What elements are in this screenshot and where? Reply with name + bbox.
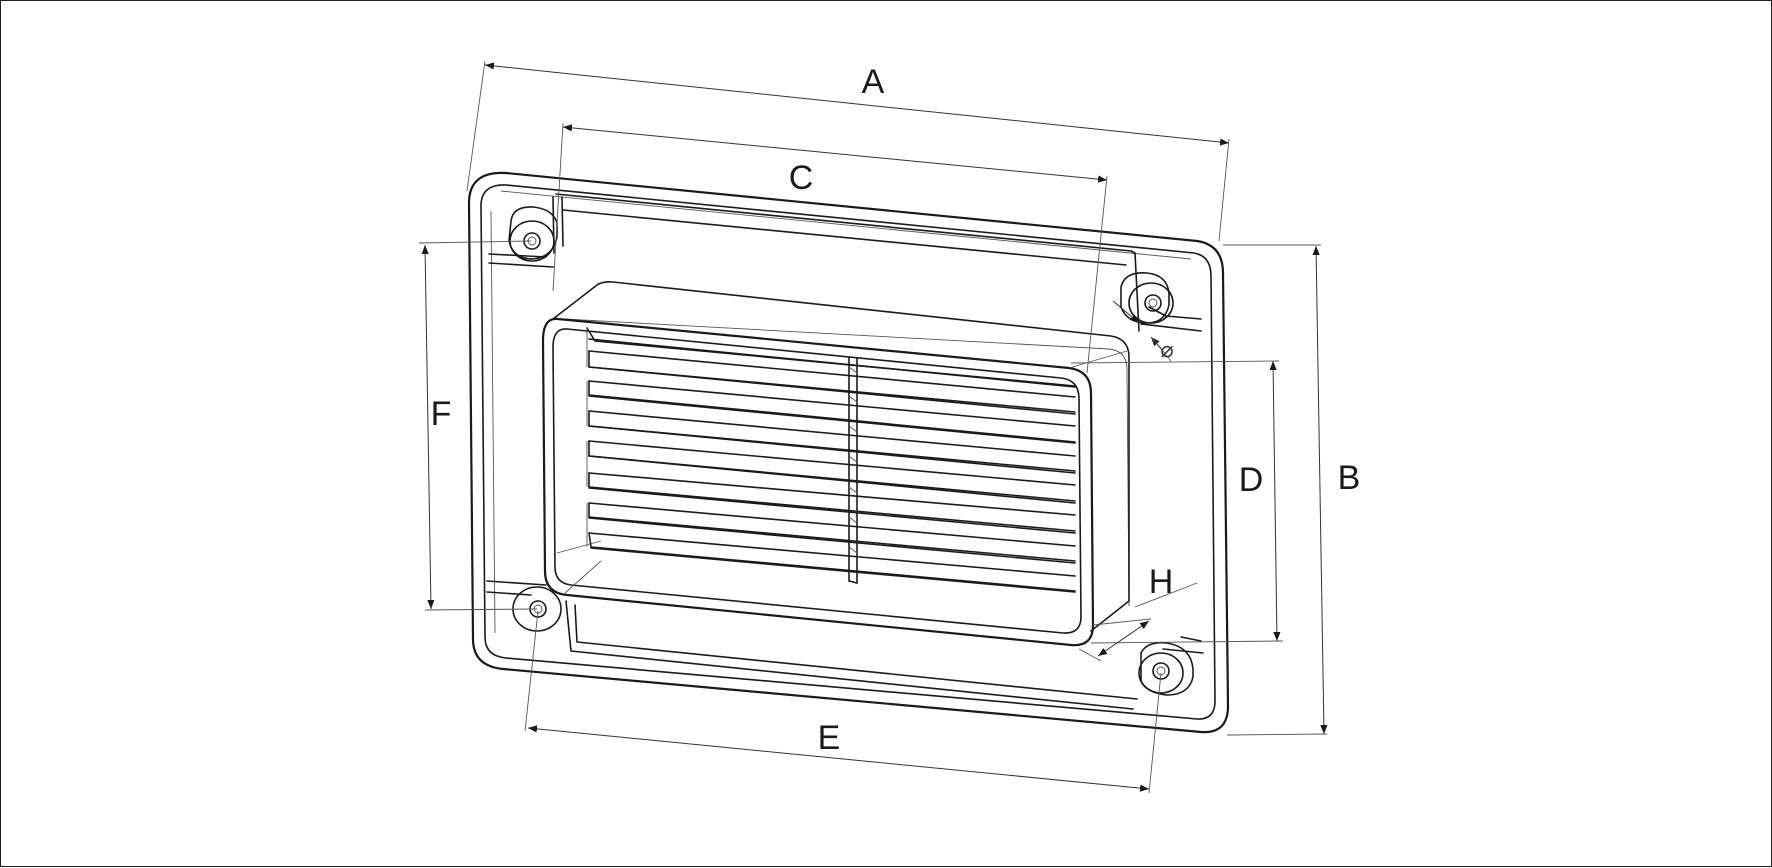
outer-flange: [467, 171, 1230, 734]
dimension-line-f: [421, 244, 435, 610]
label-d: D: [1239, 461, 1264, 499]
screw-boss-top-right: [1120, 271, 1174, 324]
louvre-slats: [586, 327, 1076, 593]
label-c: C: [789, 159, 814, 197]
screw-boss-top-left: [508, 206, 558, 262]
duct-collar: [541, 281, 1130, 647]
flange-recess: [486, 193, 1204, 710]
label-b: B: [1338, 459, 1361, 497]
label-h: H: [1149, 563, 1174, 601]
label-f: F: [431, 395, 452, 433]
label-e: E: [818, 719, 841, 757]
dimension-line-c: [562, 124, 1108, 183]
dimension-line-b: [1312, 245, 1328, 735]
diameter-leader: [1112, 300, 1140, 324]
dimension-labels: A C B D F E H ⌀: [431, 63, 1361, 757]
dimension-line-a: [484, 62, 1230, 146]
dimensions: [418, 60, 1328, 794]
label-a: A: [862, 63, 885, 101]
dimension-line-e: [527, 725, 1150, 792]
dimension-line-h: [1097, 620, 1150, 657]
label-diameter: ⌀: [1160, 338, 1173, 363]
dimension-line-d: [1269, 360, 1281, 642]
screw-boss-bottom-right: [1138, 641, 1194, 696]
